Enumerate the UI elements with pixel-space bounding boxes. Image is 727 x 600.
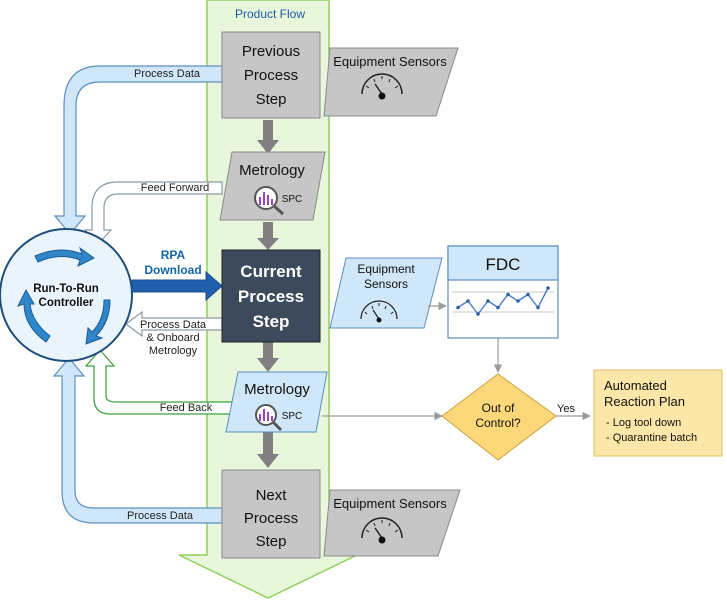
- current-process-step: Current Process Step: [221, 249, 321, 343]
- flow-connector-2: [257, 222, 279, 250]
- flow-connector-4: [257, 432, 279, 468]
- yes-label: Yes: [557, 403, 575, 415]
- fdc-box: FDC: [447, 245, 559, 339]
- metrology-upper-label: Metrology: [239, 162, 305, 179]
- spc-upper-label: SPC: [282, 194, 303, 205]
- process-data-onboard-arrow: [125, 310, 223, 338]
- product-flow-label: Product Flow: [235, 7, 305, 21]
- fdc-point: [536, 305, 540, 310]
- gauge-icon: [361, 517, 403, 544]
- metrology-lower-label: Metrology: [244, 381, 310, 398]
- fdc-point: [506, 292, 510, 297]
- run-to-run-controller: Run-To-Run Controller: [0, 228, 133, 362]
- process-data-onboard-line2: & Onboard: [146, 332, 199, 344]
- process-data-top-label: Process Data: [134, 68, 201, 80]
- process-data-bottom-label: Process Data: [127, 510, 194, 522]
- next-step-line2: Process: [244, 510, 298, 527]
- fdc-point: [526, 292, 530, 297]
- previous-step-line1: Previous: [242, 43, 300, 60]
- equipment-sensors-top: Equipment Sensors: [323, 47, 459, 117]
- next-process-step: Next Process Step: [221, 469, 321, 559]
- magnifier-chart-icon: [255, 404, 283, 432]
- previous-step-line2: Process: [244, 67, 298, 84]
- fdc-point: [546, 286, 550, 290]
- fdc-trend-chart: [452, 286, 554, 316]
- rpa-label-line1: RPA: [161, 248, 186, 262]
- flow-connector-3: [257, 342, 279, 372]
- current-step-line3: Step: [253, 312, 290, 331]
- process-data-onboard-line1: Process Data: [140, 319, 207, 331]
- reaction-title-line1: Automated: [604, 378, 667, 393]
- process-data-top-arrow: [53, 65, 223, 235]
- process-data-bottom-arrow: [52, 357, 223, 524]
- equipment-sensors-bottom: Equipment Sensors: [323, 489, 461, 557]
- automated-reaction-plan: Automated Reaction Plan - Log tool down …: [593, 369, 723, 457]
- reaction-item-2: - Quarantine batch: [606, 432, 697, 444]
- reaction-title-line2: Reaction Plan: [604, 394, 685, 409]
- fdc-title: FDC: [486, 255, 521, 274]
- controller-label-line1: Run-To-Run: [33, 283, 99, 295]
- out-of-control-decision: Out of Control?: [441, 373, 557, 461]
- equipment-sensors-middle-line1: Equipment: [357, 262, 415, 276]
- current-step-line1: Current: [240, 262, 302, 281]
- decision-line2: Control?: [475, 416, 521, 430]
- process-data-onboard-line3: Metrology: [149, 345, 198, 357]
- cycle-arrow-left-icon: [17, 288, 51, 343]
- gauge-icon: [360, 300, 398, 323]
- controller-label-line2: Controller: [39, 297, 94, 309]
- cycle-arrow-top-icon: [34, 246, 95, 267]
- cycle-arrow-right-icon: [85, 299, 111, 345]
- flow-connector-1: [257, 120, 279, 154]
- fdc-point: [476, 312, 480, 316]
- equipment-sensors-middle: Equipment Sensors: [329, 257, 443, 329]
- fdc-point: [466, 299, 470, 303]
- equipment-sensors-top-label: Equipment Sensors: [333, 54, 447, 69]
- magnifier-chart-icon: [254, 186, 284, 216]
- reaction-item-1: - Log tool down: [606, 417, 681, 429]
- equipment-sensors-bottom-label: Equipment Sensors: [333, 496, 447, 511]
- spc-lower-label: SPC: [282, 411, 303, 422]
- fdc-point: [486, 299, 490, 303]
- current-step-line2: Process: [238, 287, 304, 306]
- feed-back-label: Feed Back: [160, 402, 213, 414]
- next-step-line1: Next: [256, 487, 288, 504]
- next-step-line3: Step: [256, 533, 287, 550]
- metrology-upper: Metrology SPC: [219, 151, 326, 221]
- metrology-lower: Metrology SPC: [225, 371, 328, 433]
- gauge-icon: [361, 73, 403, 100]
- feed-back-arrow: [84, 349, 233, 415]
- previous-process-step: Previous Process Step: [221, 31, 321, 119]
- feed-forward-label: Feed Forward: [141, 182, 209, 194]
- fdc-trend-line: [457, 287, 549, 316]
- fdc-point: [516, 299, 520, 303]
- previous-step-line3: Step: [256, 91, 287, 108]
- equipment-sensors-middle-line2: Sensors: [364, 277, 408, 291]
- fdc-point: [496, 305, 500, 310]
- rpa-label-line2: Download: [144, 263, 201, 277]
- fdc-point: [456, 305, 460, 310]
- decision-line1: Out of: [482, 401, 515, 415]
- rpa-download-arrow: [131, 270, 223, 302]
